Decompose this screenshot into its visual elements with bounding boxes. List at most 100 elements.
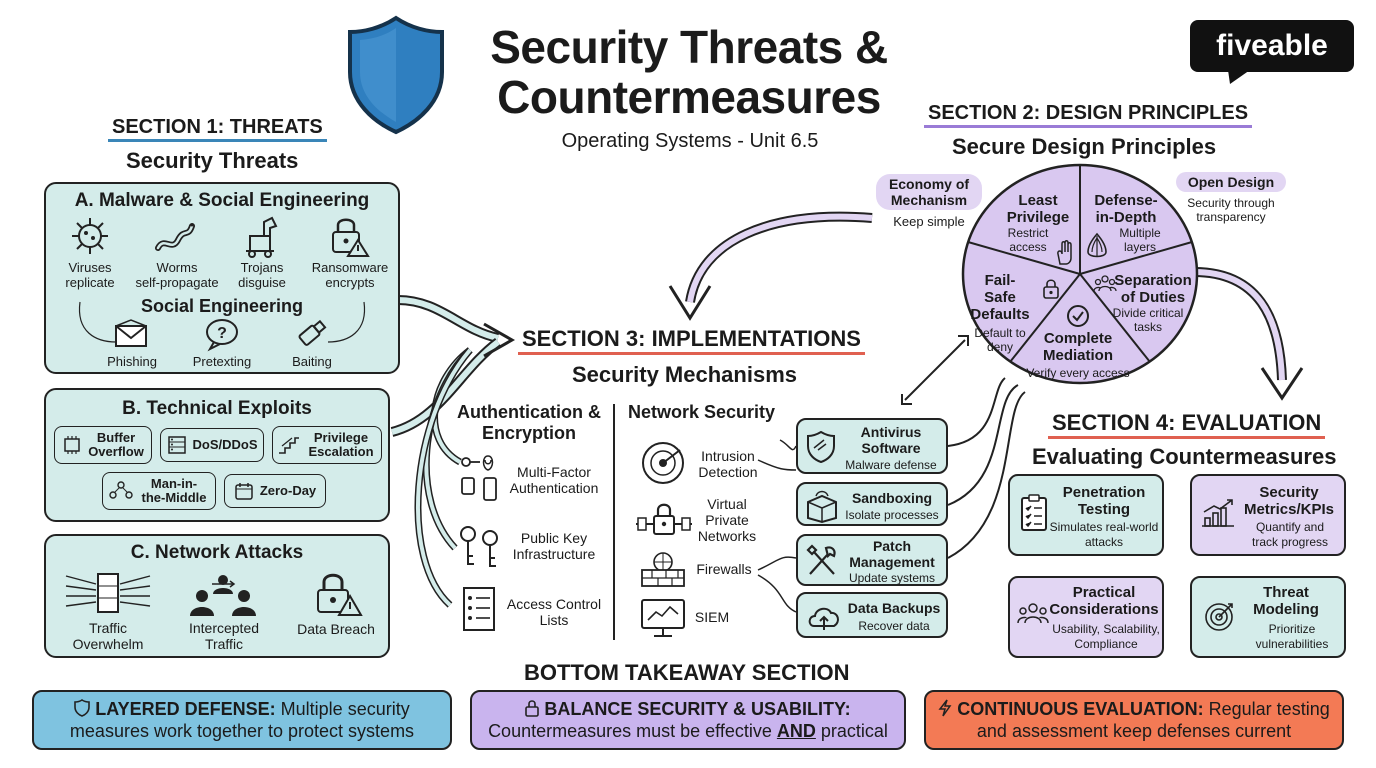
hand-icon [1057,240,1072,265]
continuous-label: CONTINUOUS EVALUATION: [957,699,1204,719]
continuous-text: Regular testing and assessment keep defe… [976,699,1330,741]
threat-modeling-desc: Prioritize vulnerabilities [1255,622,1329,651]
virus-icon [72,218,108,254]
takeaway-continuous-evaluation: CONTINUOUS EVALUATION: Regular testing a… [924,690,1344,750]
intercepted-traffic-icon [190,575,256,616]
design-principles-wheel [961,163,1199,385]
sandbox-box-icon [807,490,837,524]
fiveable-logo: fiveable [1190,20,1354,72]
balance-text-post: practical [820,721,888,741]
panel-malware-title: A. Malware & Social Engineering [74,190,370,211]
section2-subheading: Secure Design Principles [952,134,1217,159]
worm-icon [155,223,195,251]
pentest-title: Penetration Testing [1062,484,1146,518]
antivirus-title: Antivirus Software [860,424,922,456]
section3-subheading: Security Mechanisms [572,362,797,387]
data-breach-lock-icon [317,573,363,616]
firewall-icon [641,552,685,587]
auth-acl: Access Control Lists [506,596,602,628]
section1-subheading: Security Threats [126,148,299,173]
cloud-upload-icon [808,607,839,630]
auth-mfa: Multi-Factor Authentication [509,464,599,496]
panel-technical-exploits: B. Technical Exploits Buffer Overflow Do… [44,388,390,522]
wrench-screwdriver-icon [806,544,836,575]
mechanism-patch-management: Patch Management Update systems [796,534,948,586]
shield-outline-icon [74,699,91,717]
network-security-title: Network Security [628,402,776,422]
page-subtitle: Operating Systems - Unit 6.5 [561,130,819,152]
eval-threat-modeling: Threat Modeling Prioritize vulnerabiliti… [1190,576,1346,658]
eval-practical-considerations: Practical Considerations Usability, Scal… [1008,576,1164,658]
balance-text-pre: Countermeasures must be effective [488,721,772,741]
mfa-icon [461,455,497,501]
auth-pki: Public Key Infrastructure [512,530,596,562]
practical-title: Practical Considerations [1049,584,1159,618]
wheel-fail-safe-defaults: Fail-Safe Defaults Default to deny [970,272,1030,354]
exploit-buffer-overflow: Buffer Overflow [54,426,152,464]
social-engineering-title: Social Engineering [140,296,304,316]
calendar-icon [235,483,253,500]
practical-desc: Usability, Scalability, Compliance [1052,622,1160,651]
svg-text:?: ? [217,325,227,342]
layered-defense-label: LAYERED DEFENSE: [95,699,276,719]
attack-intercepted-traffic: Intercepted Traffic [188,620,260,652]
trojan-horse-icon [246,216,278,258]
section3-heading: SECTION 3: IMPLEMENTATIONS [518,326,865,355]
section4-subheading: Evaluating Countermeasures [1032,444,1337,469]
eval-penetration-testing: Penetration Testing Simulates real-world… [1008,474,1164,556]
economy-of-mechanism: Economy of Mechanism Keep simple [876,174,982,229]
backups-title: Data Backups [847,600,941,616]
bottom-takeaway-heading: BOTTOM TAKEAWAY SECTION [524,660,850,685]
social-baiting: Baiting [292,354,332,369]
mechanism-data-backups: Data Backups Recover data [796,592,948,638]
attack-traffic-overwhelm: Traffic Overwhelm [72,620,144,652]
pentest-desc: Simulates real-world attacks [1049,520,1159,549]
page-title: Security Threats & Countermeasures [446,24,932,120]
lock-outline-icon [525,700,540,717]
access-list-icon [463,587,495,631]
metrics-desc: Quantify and track progress [1251,520,1329,549]
exploit-privilege-escalation: Privilege Escalation [272,426,382,464]
checkmark-circle-icon [1067,305,1089,327]
attack-data-breach: Data Breach [297,621,375,637]
baiting-usb-icon [298,319,327,346]
wheel-complete-mediation: Complete Mediation Verify every access [1026,330,1130,380]
group-people-icon [1093,275,1117,292]
takeaway-layered-defense: LAYERED DEFENSE: Multiple security measu… [32,690,452,750]
social-engineering-arc [78,301,366,343]
siem-monitor-icon [641,599,685,637]
title-line-1: Security Threats & [490,21,888,73]
section2-heading: SECTION 2: DESIGN PRINCIPLES [924,102,1253,128]
exploit-man-in-the-middle: Man-in-the-Middle [102,472,216,510]
social-phishing: Phishing [107,354,157,369]
radar-icon [642,442,684,484]
title-line-2: Countermeasures [497,71,881,123]
stairs-icon [279,437,299,454]
pretexting-bubble-icon: ? [206,319,238,352]
people-network-icon [109,481,133,499]
shield-icon [348,15,444,135]
threat-modeling-title: Threat Modeling [1253,584,1319,618]
target-icon [1205,603,1233,631]
balance-label: BALANCE SECURITY & USABILITY: [544,699,851,719]
eval-security-metrics: Security Metrics/KPIs Quantify and track… [1190,474,1346,556]
key-icon [460,526,498,567]
panel-network-attacks: C. Network Attacks Traffic Overwhelm Int… [44,534,390,658]
chip-icon [64,436,80,454]
vpn-lock-icon [636,503,692,535]
panel-technical-title: B. Technical Exploits [122,398,312,419]
phishing-envelope-icon [115,319,147,347]
sandboxing-desc: Isolate processes [845,508,939,522]
checklist-icon [1021,494,1047,531]
mechanism-sandboxing: Sandboxing Isolate processes [796,482,948,526]
section1-heading: SECTION 1: THREATS [108,116,327,142]
exploit-dos-ddos: DoS/DDoS [160,428,264,462]
section4-heading: SECTION 4: EVALUATION [1048,410,1326,439]
patch-desc: Update systems [848,571,936,585]
lightning-icon [938,699,952,717]
takeaway-balance-security: BALANCE SECURITY & USABILITY: Countermea… [470,690,906,750]
